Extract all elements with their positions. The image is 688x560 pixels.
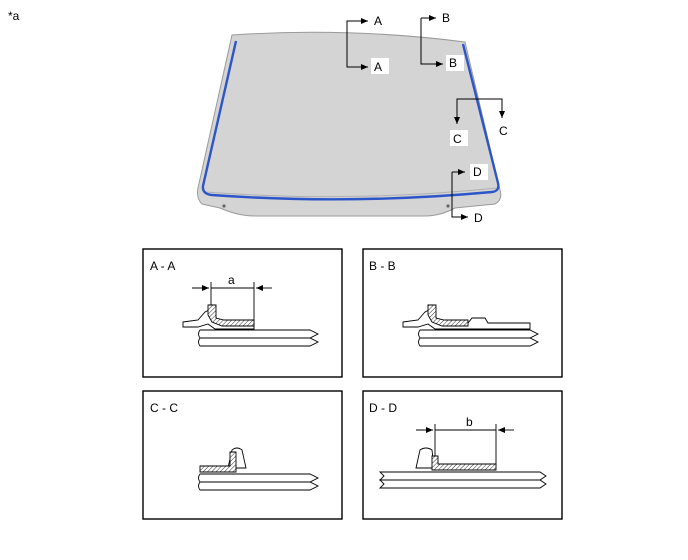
cut-label-b2: B: [449, 56, 457, 70]
cut-marker-b: B B: [420, 11, 464, 71]
windshield-lower-edge: [205, 187, 498, 198]
mount-dot-left: [222, 204, 226, 208]
section-title-bb: B - B: [369, 259, 396, 273]
cut-label-c2: C: [499, 124, 508, 138]
section-panel-aa: A - A a: [142, 248, 343, 378]
dimension-label-b: b: [466, 415, 473, 429]
cut-label-b1: B: [442, 11, 450, 25]
windshield-glass: [197, 31, 502, 217]
cut-label-a1: A: [374, 14, 382, 28]
cut-label-c1: C: [453, 132, 462, 146]
cut-label-d2: D: [474, 211, 483, 225]
section-title-dd: D - D: [369, 401, 397, 415]
windshield: [197, 31, 502, 217]
section-panel-dd: D - D b: [362, 390, 563, 520]
section-title-cc: C - C: [150, 401, 178, 415]
cut-label-d1: D: [473, 165, 482, 179]
section-title-aa: A - A: [150, 259, 175, 273]
section-panel-cc: C - C: [142, 390, 343, 520]
molding-line: [201, 40, 500, 201]
mount-dot-right: [446, 204, 450, 208]
cut-marker-a: A A: [346, 14, 389, 74]
cut-marker-d: D D: [451, 164, 488, 225]
dimension-label-a: a: [228, 273, 235, 287]
cut-label-a2: A: [374, 60, 382, 74]
cut-marker-c: C C: [450, 98, 508, 146]
figure-id: *a: [8, 9, 20, 23]
section-panel-bb: B - B: [362, 248, 563, 378]
